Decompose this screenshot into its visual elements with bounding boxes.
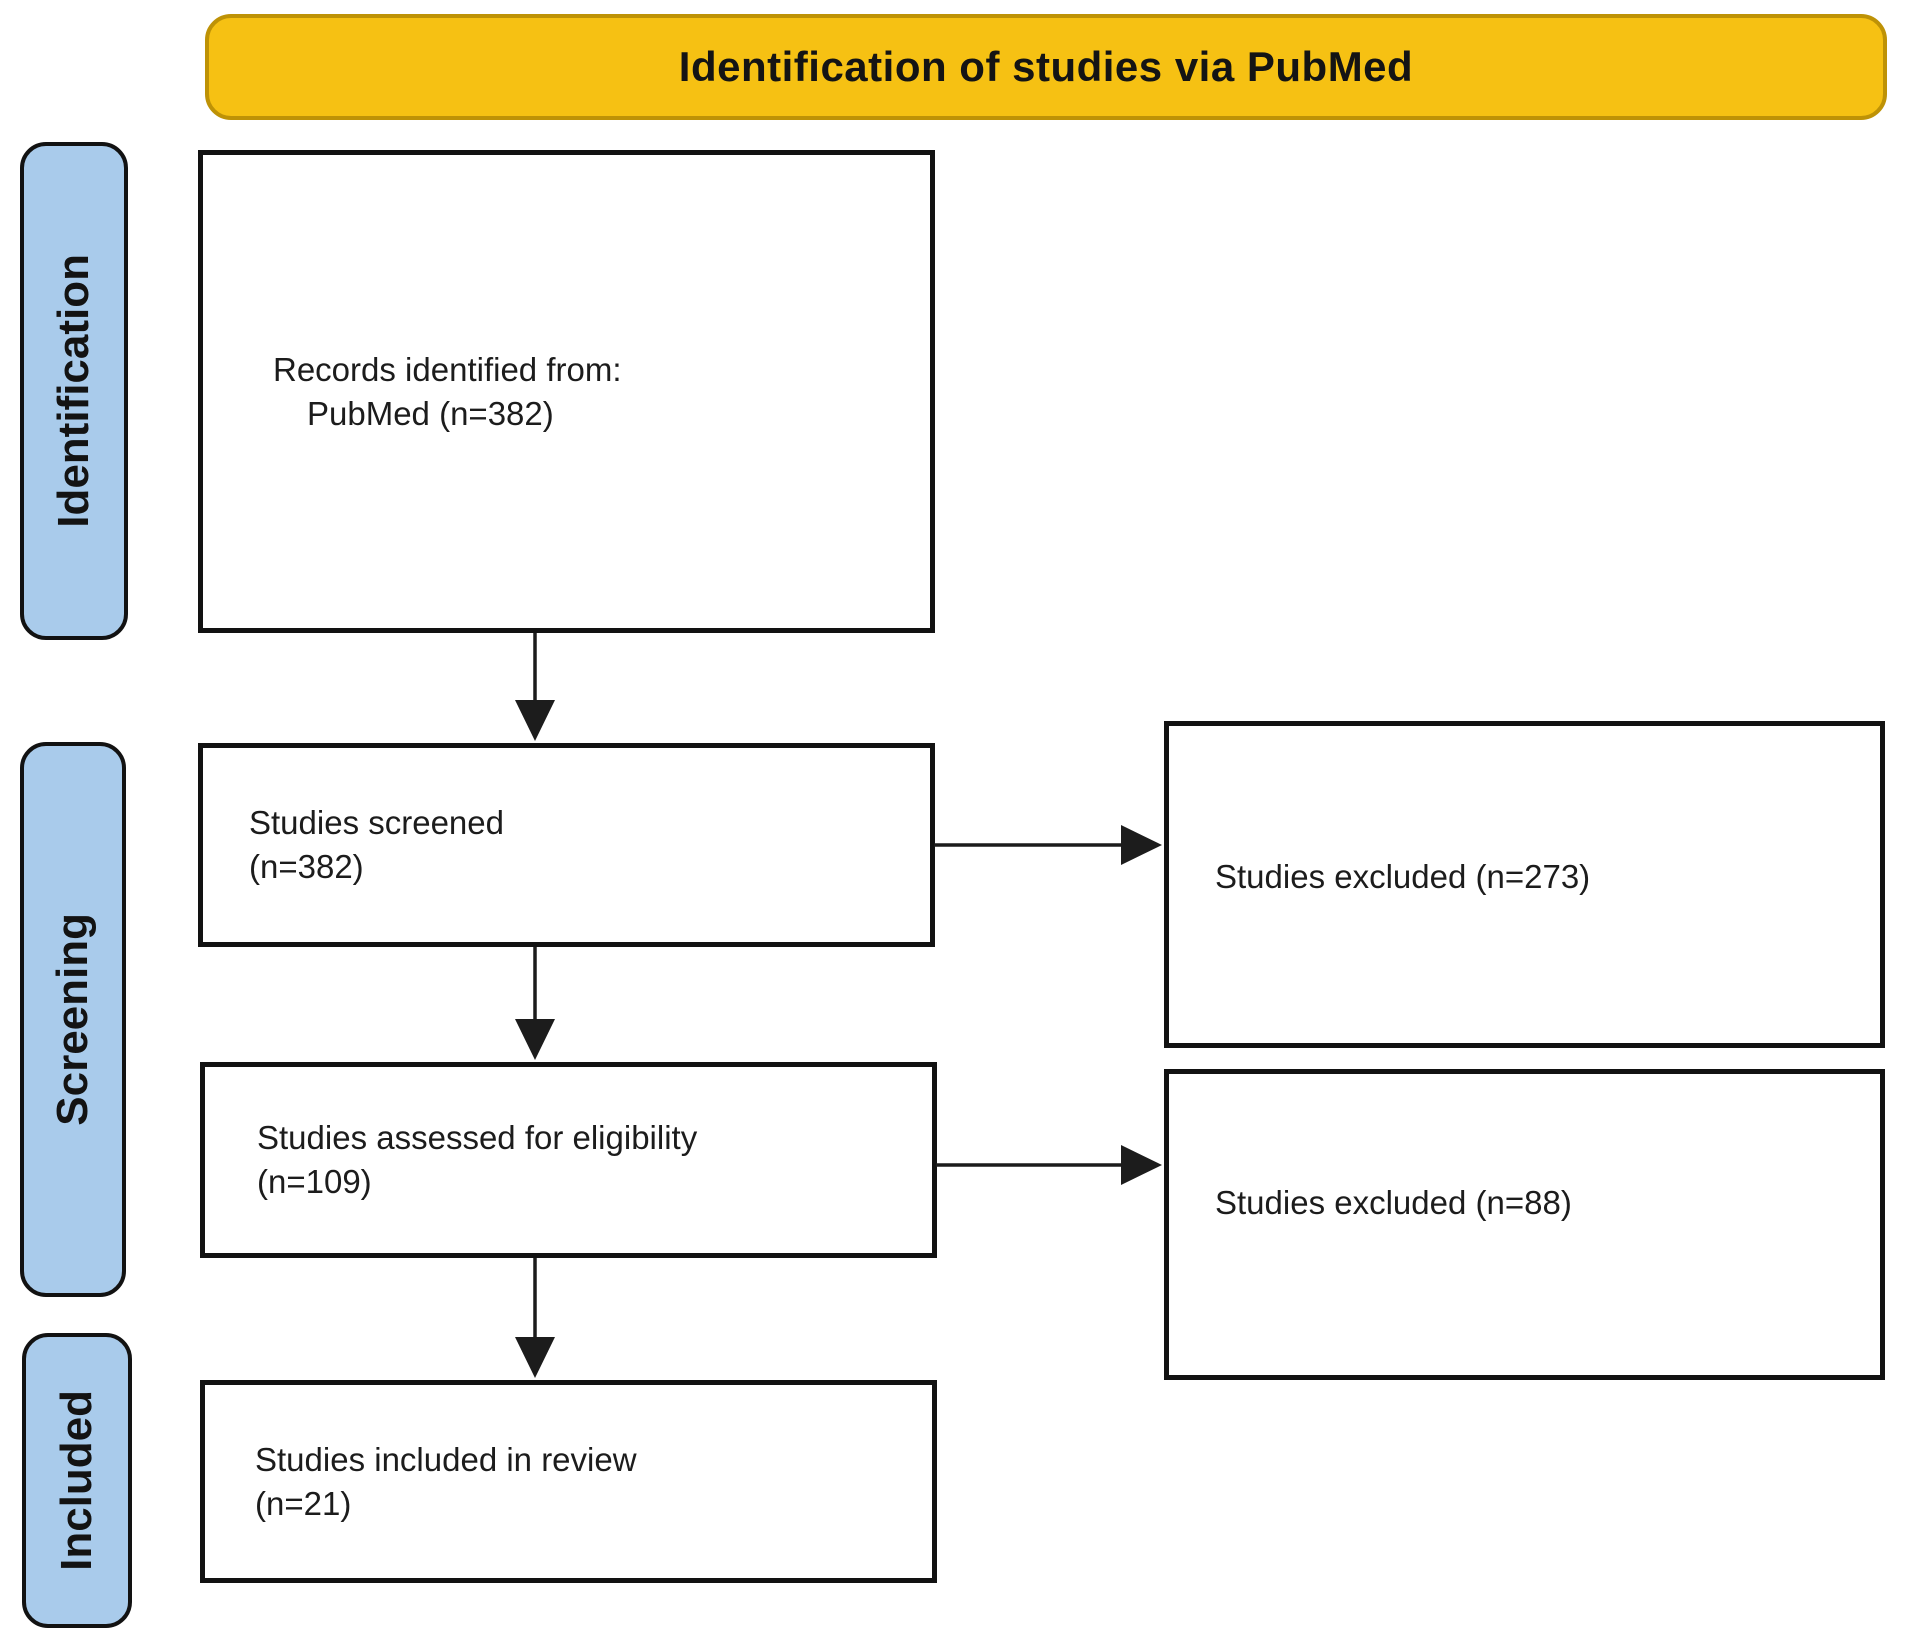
studies-excluded-eligibility-label: Studies excluded (n=88) [1215,1183,1572,1221]
stage-label-included-text: Included [52,1390,101,1571]
stage-label-identification-text: Identification [49,254,98,528]
records-identified-line1: Records identified from: [273,350,622,388]
box-studies-screened: Studies screened (n=382) [198,743,935,947]
arrow-assessed-to-excluded [936,1145,1162,1185]
banner-title: Identification of studies via PubMed [678,43,1414,90]
box-records-identified: Records identified from: PubMed (n=382) [198,150,935,633]
box-studies-assessed: Studies assessed for eligibility (n=109) [200,1062,937,1258]
stage-label-included: Included [22,1333,132,1628]
records-identified-line2: PubMed (n=382) [307,394,554,432]
studies-assessed-line2: (n=109) [257,1163,372,1200]
stage-label-screening: Screening [20,742,126,1297]
stage-label-identification: Identification [20,142,128,640]
arrow-records-to-screened [515,633,555,741]
stage-label-screening-text: Screening [48,913,97,1126]
box-studies-excluded-eligibility: Studies excluded (n=88) [1164,1069,1885,1380]
studies-included-line2: (n=21) [255,1484,352,1522]
box-studies-included: Studies included in review (n=21) [200,1380,937,1583]
arrow-screened-to-assessed [515,947,555,1060]
banner: Identification of studies via PubMed [205,14,1887,120]
studies-included-line1: Studies included in review [255,1440,637,1478]
studies-assessed-line1: Studies assessed for eligibility [257,1119,698,1156]
studies-excluded-screening-label: Studies excluded (n=273) [1215,857,1591,895]
box-studies-excluded-screening: Studies excluded (n=273) [1164,721,1885,1048]
arrow-assessed-to-included [515,1258,555,1378]
arrow-screened-to-excluded [934,825,1162,865]
studies-screened-line2: (n=382) [249,848,364,885]
studies-screened-line1: Studies screened [249,804,504,841]
